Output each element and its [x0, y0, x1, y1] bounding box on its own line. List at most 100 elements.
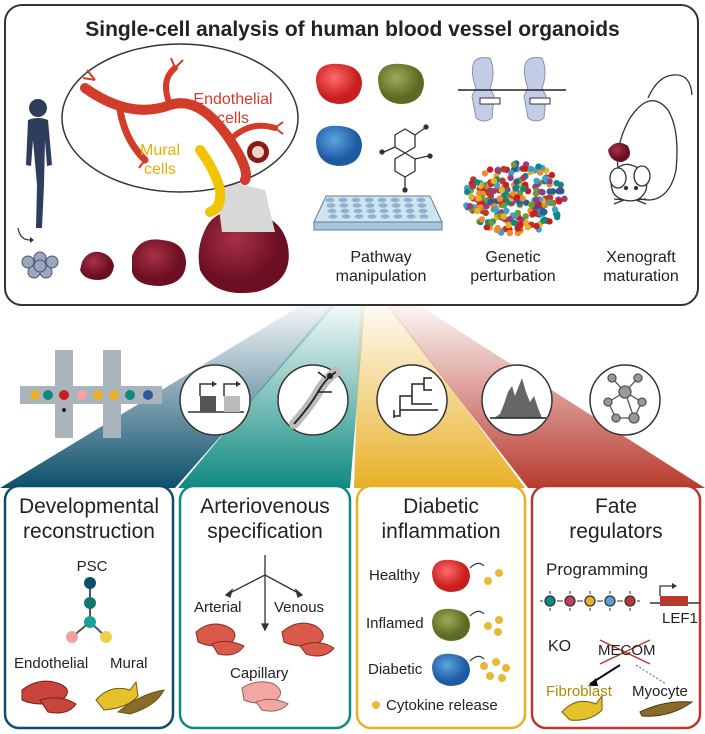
vessel-illustration [80, 57, 284, 217]
well [392, 208, 402, 214]
trajectory-icon [277, 364, 349, 436]
well [351, 197, 361, 203]
well [364, 197, 374, 203]
cell-dot [499, 177, 506, 184]
psc-label: PSC [76, 558, 108, 575]
well [367, 214, 377, 219]
lef1-label: LEF1 [662, 610, 698, 627]
cell-dot [549, 188, 557, 195]
cell-dot [500, 202, 508, 209]
cell-dot [507, 169, 515, 177]
cell-dot [476, 190, 483, 197]
cell-dot [561, 195, 568, 202]
organoid-blue-icon [316, 125, 362, 166]
well [325, 197, 335, 203]
network-icon [589, 364, 661, 436]
cell-dot [533, 177, 540, 185]
well [341, 214, 351, 219]
well [404, 203, 414, 208]
cell-dot [535, 163, 542, 170]
microfluidic-icon [20, 350, 162, 438]
cell-population-icon [463, 160, 568, 237]
cell-dot [531, 209, 538, 217]
cell-dot [506, 229, 514, 237]
cell-dot [524, 224, 531, 231]
cell-dot [475, 195, 482, 202]
av-tree [224, 555, 304, 632]
cell-dot [536, 169, 544, 176]
mural-cells-icon [95, 680, 165, 715]
cytokine-legend-icon [372, 701, 380, 709]
cell-dot [507, 174, 514, 182]
cell-dot [514, 229, 522, 237]
cell-dot [506, 215, 514, 223]
well [390, 197, 400, 203]
organoid-icon-small [80, 251, 114, 280]
cell-dot [519, 195, 526, 202]
well [406, 214, 416, 219]
cytokine-legend-label: Cytokine release [386, 697, 498, 714]
beam-arteriovenous [178, 306, 365, 488]
well [366, 208, 376, 214]
mecom-ko-icon [588, 639, 667, 686]
cell-dot [511, 219, 518, 226]
plate-icon [313, 195, 443, 231]
well [403, 197, 413, 203]
capillary-cells-icon [241, 681, 289, 712]
mural-leaf-label: Mural [110, 655, 148, 672]
cell-dot [488, 219, 495, 227]
myocyte-label: Myocyte [632, 683, 688, 700]
zoom-cone [215, 178, 275, 232]
cell-dot [493, 226, 501, 234]
cell-dot [513, 178, 520, 185]
cell-dot [546, 218, 553, 225]
lef1-gene-icon [650, 583, 700, 606]
cell-dot [483, 203, 490, 210]
cell-dot [478, 216, 486, 223]
cytokine-dots [480, 569, 510, 682]
cell-dot [538, 188, 545, 195]
endothelial-cells-icon [21, 680, 77, 714]
gel-icon [458, 57, 566, 122]
cell-dot [551, 206, 559, 213]
release-arrows [469, 562, 485, 662]
cell-dot [487, 192, 494, 199]
programming-label: Programming [546, 560, 649, 579]
cell-dot [486, 187, 493, 194]
well [340, 208, 350, 214]
mecom-label: MECOM [598, 642, 656, 659]
organoid-icon-medium [132, 239, 186, 286]
cell-dot [468, 193, 475, 201]
cell-dot [486, 166, 494, 173]
cell-dot [553, 180, 560, 187]
cell-dot [533, 222, 540, 230]
capillary-label: Capillary [230, 665, 289, 682]
cell-dot [482, 209, 489, 216]
cell-dot [555, 198, 563, 205]
well [365, 203, 375, 208]
cell-cluster-icon [21, 251, 59, 279]
cell-dot [498, 186, 505, 194]
cell-dot [528, 201, 535, 208]
inflamed-label: Inflamed [366, 615, 424, 632]
cell-dot [522, 213, 529, 220]
cell-dot [481, 170, 489, 177]
cell-dot [500, 166, 507, 173]
organoid-green-icon [378, 63, 424, 104]
cell-dot [541, 208, 548, 216]
cell-dot [513, 184, 520, 191]
cell-dot [517, 221, 524, 228]
cell-dot [492, 206, 500, 213]
well [419, 214, 429, 219]
cell-dot [464, 188, 471, 196]
cell-dot [494, 167, 501, 174]
cell-dot [527, 165, 535, 173]
gene-expression-icon [179, 364, 251, 436]
cell-dot [548, 171, 556, 179]
